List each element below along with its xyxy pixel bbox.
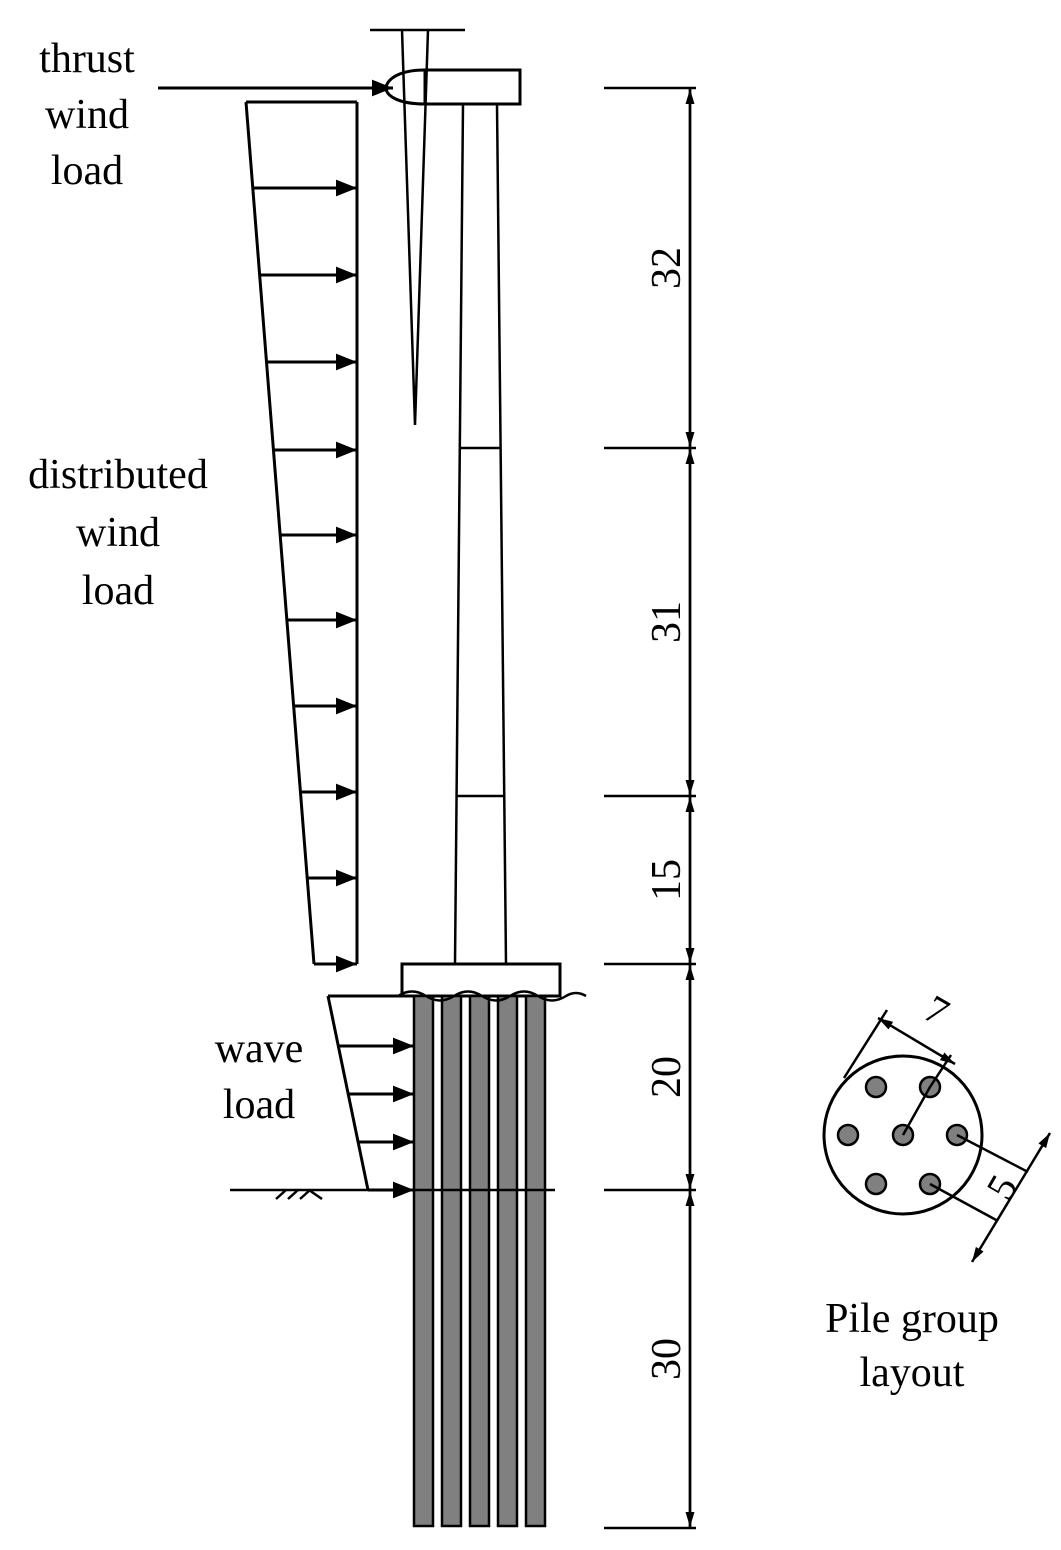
tower-right-edge (495, 103, 508, 965)
pile-cap (400, 962, 562, 998)
pile (440, 994, 463, 1528)
hub (384, 68, 426, 106)
seabed (230, 1188, 555, 1201)
pile-section (864, 1075, 888, 1099)
pile-section (864, 1172, 888, 1196)
rotor-blade (400, 29, 430, 426)
pile-group-label-line1: Pile group (825, 1296, 999, 1342)
spacing-dim-7 (877, 1016, 956, 1066)
water-surface-line (397, 990, 587, 1002)
thrust-label-line3: load (51, 148, 123, 194)
distributed-label-line2: wind (76, 510, 160, 556)
pile-group-layout: 7 5 Pile group layout (822, 986, 1052, 1396)
distributed-label-line3: load (82, 568, 154, 614)
dimension-label-32: 32 (644, 247, 690, 289)
wave-arrows (338, 1037, 414, 1199)
wind-arrows (252, 179, 357, 973)
pile (524, 994, 547, 1528)
dimension-line: 32 31 15 20 30 (604, 86, 696, 1530)
pile (412, 994, 435, 1528)
pile-section (836, 1123, 860, 1147)
distributed-wind-load: distributed wind load (28, 100, 359, 973)
wave-load: wave load (215, 994, 414, 1199)
spacing-label-5: 5 (977, 1167, 1026, 1207)
wave-load-profile (326, 995, 370, 1191)
tower-left-edge (453, 103, 465, 965)
tower (453, 103, 508, 965)
dimension-label-30: 30 (644, 1338, 690, 1380)
pile-group-label-line2: layout (860, 1350, 965, 1396)
spacing-dim-5 (970, 1132, 1052, 1263)
wind-load-profile (244, 101, 316, 965)
wave-label-line1: wave (215, 1026, 304, 1072)
thrust-label-line2: wind (45, 92, 129, 138)
rotor-nacelle (370, 28, 522, 426)
dimension-label-20: 20 (644, 1056, 690, 1098)
distributed-label-line1: distributed (28, 452, 208, 498)
thrust-label-line1: thrust (39, 36, 135, 82)
spacing-label-7: 7 (917, 986, 957, 1035)
pile (468, 994, 491, 1528)
thrust-load: thrust wind load (39, 36, 393, 194)
dimension-label-31: 31 (644, 601, 690, 643)
nacelle (423, 68, 522, 106)
pile (496, 994, 519, 1528)
piles (412, 994, 547, 1528)
wave-label-line2: load (223, 1082, 295, 1128)
dimension-label-15: 15 (644, 859, 690, 901)
